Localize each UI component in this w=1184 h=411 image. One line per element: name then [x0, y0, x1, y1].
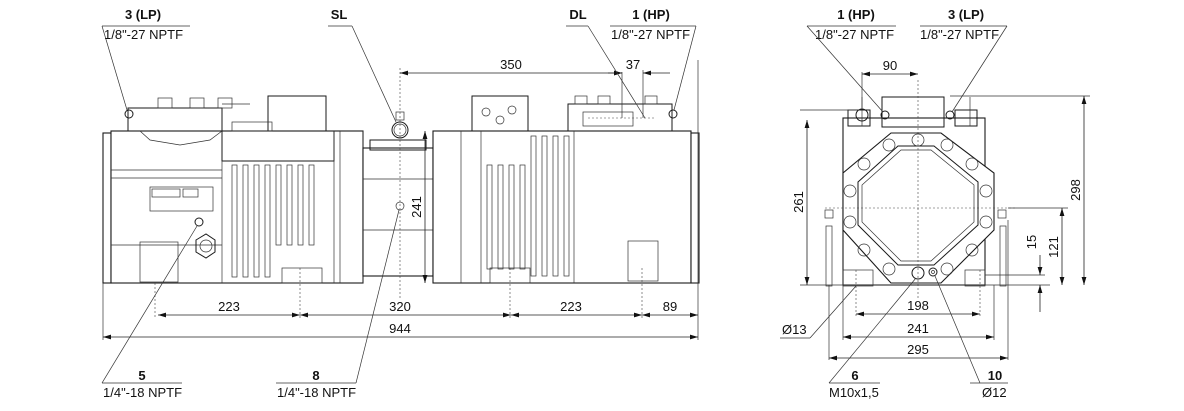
dimension-121: 121	[1046, 208, 1065, 285]
dim-223-left-label: 223	[218, 299, 240, 314]
end-callout-hp-id: 1 (HP)	[837, 7, 875, 22]
port-6-plug	[911, 266, 925, 280]
end-callout-mount-hole: Ø13	[780, 285, 857, 339]
callout-discharge-line: DL	[566, 7, 646, 119]
dim-295-label: 295	[907, 342, 929, 357]
motor-housing	[362, 111, 434, 277]
port-10-plug	[928, 267, 938, 277]
callout-suction-line: SL	[328, 7, 397, 123]
dim-944-label: 944	[389, 321, 411, 336]
dim-241-label: 241	[409, 196, 424, 218]
callout-8-spec: 1/4"-18 NPTF	[277, 385, 356, 400]
side-view: 350 37 241 223 320 223 89 944	[101, 7, 700, 400]
callout-sl-id: SL	[331, 7, 348, 22]
end-hp-fitting	[855, 108, 869, 122]
dim-121-label: 121	[1046, 236, 1061, 258]
callout-hp-port: 1 (HP) 1/8"-27 NPTF	[610, 7, 697, 111]
dimension-90: 90	[862, 58, 918, 77]
callout-hp-id: 1 (HP)	[632, 7, 670, 22]
end-callout-hp-spec: 1/8"-27 NPTF	[815, 27, 894, 42]
dim-350-label: 350	[500, 57, 522, 72]
end-callout-port-10: 10 Ø12	[934, 275, 1008, 400]
dimension-295: 295	[829, 342, 1008, 361]
callout-port-8: 8 1/4"-18 NPTF	[276, 209, 400, 400]
dim-241-end-label: 241	[907, 321, 929, 336]
callout-5-id: 5	[138, 368, 145, 383]
dim-320-label: 320	[389, 299, 411, 314]
dim-89-label: 89	[663, 299, 677, 314]
dimension-37: 37	[608, 57, 670, 76]
end-callout-6-spec: M10x1,5	[829, 385, 879, 400]
dimension-89: 89	[642, 299, 698, 318]
nameplate	[149, 186, 214, 212]
dimension-223-left: 223	[158, 299, 300, 318]
dim-223-right-label: 223	[560, 299, 582, 314]
port-5-plug	[194, 217, 204, 227]
end-callout-lp-id: 3 (LP)	[948, 7, 984, 22]
callout-port-5: 5 1/4"-18 NPTF	[101, 225, 198, 400]
dimension-944: 944	[103, 321, 698, 340]
callout-dl-id: DL	[569, 7, 586, 22]
callout-lp-spec: 1/8"-27 NPTF	[104, 27, 183, 42]
dim-90-label: 90	[883, 58, 897, 73]
cylinder-head-right	[567, 95, 678, 131]
hp-port-fitting	[668, 109, 678, 119]
callout-8-id: 8	[312, 368, 319, 383]
dim-15-label: 15	[1024, 235, 1039, 249]
dimension-223-right: 223	[511, 299, 642, 318]
dimension-198: 198	[856, 298, 980, 317]
discharge-line-valve	[582, 111, 634, 127]
dimension-350: 350	[400, 57, 622, 76]
dimension-298: 298	[1068, 96, 1087, 285]
end-callout-lp-port: 3 (LP) 1/8"-27 NPTF	[920, 7, 1008, 113]
right-compressor	[432, 95, 700, 284]
dimension-320: 320	[300, 299, 511, 318]
left-foot	[139, 241, 179, 283]
callout-5-spec: 1/4"-18 NPTF	[103, 385, 182, 400]
cooling-fins-right	[486, 135, 570, 277]
dim-261-label: 261	[791, 191, 806, 213]
end-callout-10-spec: Ø12	[982, 385, 1007, 400]
end-lp-fitting	[945, 110, 955, 120]
dimension-241-end: 241	[843, 321, 994, 340]
oil-sight-glass	[195, 233, 216, 259]
end-callout-hp-port: 1 (HP) 1/8"-27 NPTF	[806, 7, 896, 113]
dim-37-label: 37	[626, 57, 640, 72]
lp-port-fitting	[124, 109, 134, 119]
end-callout-lp-spec: 1/8"-27 NPTF	[920, 27, 999, 42]
callout-hp-spec: 1/8"-27 NPTF	[611, 27, 690, 42]
dimension-15: 15	[1024, 235, 1043, 312]
callout-lp-id: 3 (LP)	[125, 7, 161, 22]
end-view: 90 261 298 121 15 198 241 295	[780, 7, 1090, 400]
end-callout-6-id: 6	[851, 368, 858, 383]
dim-298-label: 298	[1068, 179, 1083, 201]
end-callout-d13-spec: Ø13	[782, 322, 807, 337]
dimension-241: 241	[409, 131, 428, 283]
end-callout-10-id: 10	[988, 368, 1002, 383]
end-callout-port-6: 6 M10x1,5	[828, 277, 917, 400]
left-compressor	[102, 95, 364, 284]
dimension-261: 261	[791, 120, 810, 285]
cooling-fins-left	[231, 164, 315, 278]
callout-lp-port: 3 (LP) 1/8"-27 NPTF	[101, 7, 190, 111]
right-foot	[627, 240, 659, 282]
cylinder-head-left	[124, 95, 327, 146]
dim-198-label: 198	[907, 298, 929, 313]
